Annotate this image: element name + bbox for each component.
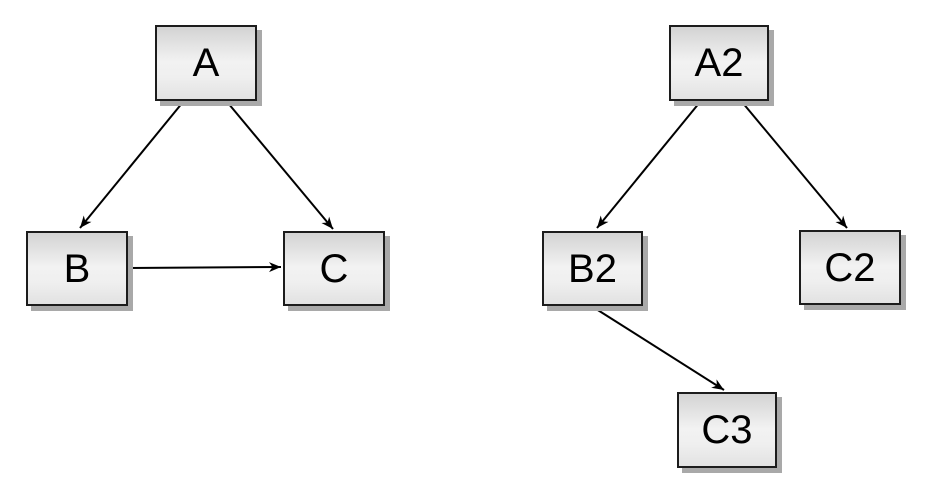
node-C2[interactable]: C2 <box>799 230 901 305</box>
node-label-C: C <box>319 246 349 291</box>
edge-A-C[interactable] <box>227 102 334 230</box>
node-label-B: B <box>63 246 91 291</box>
edge-B-C[interactable] <box>128 262 282 273</box>
node-label-B2: B2 <box>568 246 617 291</box>
edge-A2-C2[interactable] <box>741 101 848 229</box>
node-A[interactable]: A <box>155 25 257 101</box>
node-C3[interactable]: C3 <box>677 392 777 468</box>
node-B2[interactable]: B2 <box>542 231 643 306</box>
node-label-A2: A2 <box>694 41 744 85</box>
node-B[interactable]: B <box>26 231 128 306</box>
edge-B2-C3[interactable] <box>592 306 725 391</box>
node-label-C3: C3 <box>701 408 753 452</box>
node-C[interactable]: C <box>283 231 385 306</box>
edge-A-B[interactable] <box>79 101 184 229</box>
node-label-A: A <box>192 41 220 85</box>
edge-A2-B2[interactable] <box>596 101 701 229</box>
node-A2[interactable]: A2 <box>669 25 769 101</box>
node-label-C2: C2 <box>824 245 876 290</box>
